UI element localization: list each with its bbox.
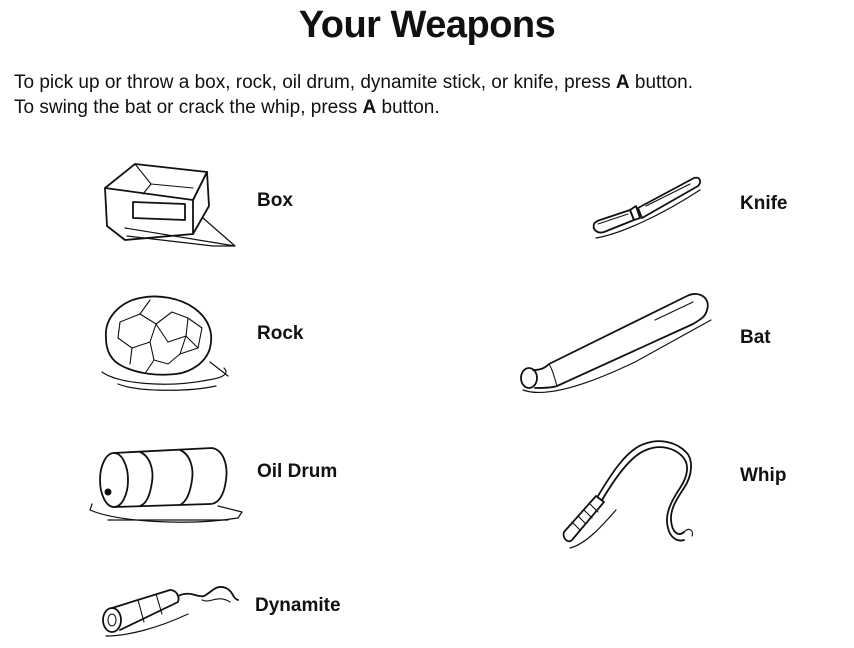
rock-icon xyxy=(101,295,229,391)
instruction-line-1-prefix: To pick up or throw a box, rock, oil dru… xyxy=(14,72,616,93)
page-title: Your Weapons xyxy=(298,4,556,46)
knife-icon xyxy=(592,176,701,239)
instruction-line-1: To pick up or throw a box, rock, oil dru… xyxy=(14,70,849,95)
instruction-line-1-suffix: button. xyxy=(629,72,694,93)
weapon-label-oil-drum: Oil Drum xyxy=(257,461,338,482)
dynamite-icon xyxy=(102,586,239,637)
instruction-line-2-suffix: button. xyxy=(376,97,440,118)
instruction-line-1-key: A xyxy=(615,72,630,93)
instructions: To pick up or throw a box, rock, oil dru… xyxy=(14,70,849,120)
weapon-label-rock: Rock xyxy=(257,323,304,344)
weapon-label-knife: Knife xyxy=(740,193,788,214)
instruction-line-2: To swing the bat or crack the whip, pres… xyxy=(14,95,849,120)
oil-drum-icon xyxy=(89,447,243,523)
weapon-label-whip: Whip xyxy=(740,465,787,486)
instruction-line-2-key: A xyxy=(362,97,377,118)
whip-icon xyxy=(562,440,694,549)
weapon-label-box: Box xyxy=(257,190,293,211)
bat-icon xyxy=(520,293,712,394)
box-icon xyxy=(104,163,236,247)
weapon-label-dynamite: Dynamite xyxy=(255,595,341,616)
instruction-line-2-prefix: To swing the bat or crack the whip, pres… xyxy=(14,97,363,118)
weapon-label-bat: Bat xyxy=(740,327,771,348)
